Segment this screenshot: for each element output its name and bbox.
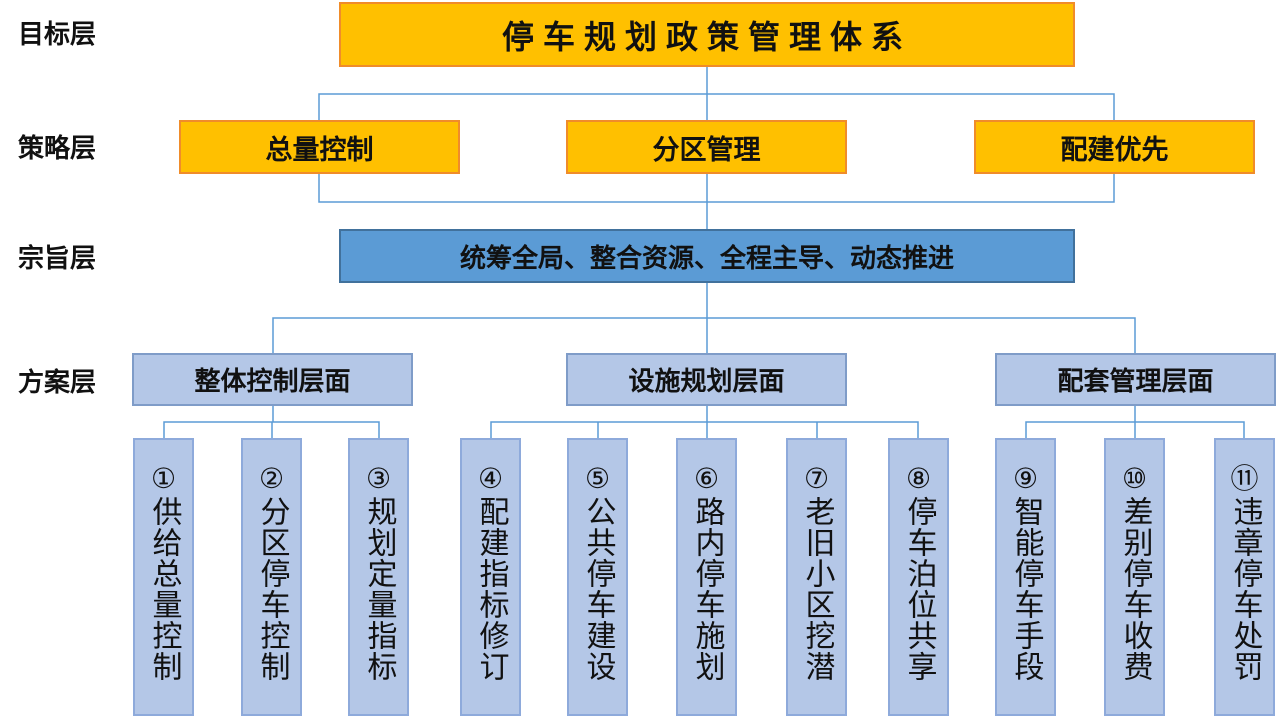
goal-box: 停车规划政策管理体系 <box>339 2 1075 67</box>
measure-text: 公共停车建设 <box>580 496 616 682</box>
layer-label-scheme: 方案层 <box>18 368 97 398</box>
measure-number: ⑧ <box>905 462 932 495</box>
connector-strategy-top <box>318 93 1115 120</box>
measure-box-10: ⑩ 差别停车收费 <box>1104 438 1165 716</box>
layer-label-strategy: 策略层 <box>18 134 97 164</box>
scheme-box-management: 配套管理层面 <box>995 353 1276 406</box>
measure-number: ③ <box>365 462 392 495</box>
measure-box-6: ⑥ 路内停车施划 <box>676 438 737 716</box>
measure-text: 分区停车控制 <box>254 496 290 682</box>
measure-text: 差别停车收费 <box>1117 496 1153 682</box>
measure-number: ① <box>150 462 177 495</box>
measure-text: 配建指标修订 <box>473 496 509 682</box>
measure-number: ⑥ <box>693 462 720 495</box>
measure-number: ⑨ <box>1012 462 1039 495</box>
layer-label-purpose: 宗旨层 <box>18 244 97 274</box>
purpose-box: 统筹全局、整合资源、全程主导、动态推进 <box>339 229 1075 283</box>
scheme-box-facility: 设施规划层面 <box>566 353 847 406</box>
connector-scheme-1 <box>163 406 380 438</box>
measure-number: ④ <box>477 462 504 495</box>
connector-scheme-3 <box>1025 406 1245 438</box>
measure-box-2: ② 分区停车控制 <box>241 438 302 716</box>
measure-text: 规划定量指标 <box>361 496 397 682</box>
strategy-box-total-control: 总量控制 <box>179 120 460 174</box>
strategy-box-zoning: 分区管理 <box>566 120 847 174</box>
strategy-box-priority: 配建优先 <box>974 120 1255 174</box>
measure-number: ⑩ <box>1121 462 1148 495</box>
measure-box-3: ③ 规划定量指标 <box>348 438 409 716</box>
measure-number: ⑤ <box>584 462 611 495</box>
scheme-box-overall: 整体控制层面 <box>132 353 413 406</box>
measure-number: ⑦ <box>803 462 830 495</box>
connector-scheme-top <box>272 317 1136 353</box>
measure-box-7: ⑦ 老旧小区挖潜 <box>786 438 847 716</box>
measure-text: 违章停车处罚 <box>1227 496 1263 682</box>
measure-text: 路内停车施划 <box>689 496 725 682</box>
measure-number: ② <box>258 462 285 495</box>
measure-number: ⑪ <box>1230 462 1259 495</box>
measure-box-11: ⑪ 违章停车处罚 <box>1214 438 1275 716</box>
connector-scheme-2 <box>490 406 919 438</box>
measure-text: 停车泊位共享 <box>901 496 937 682</box>
measure-text: 智能停车手段 <box>1008 496 1044 682</box>
measure-text: 供给总量控制 <box>146 496 182 682</box>
measure-box-4: ④ 配建指标修订 <box>460 438 521 716</box>
measure-box-9: ⑨ 智能停车手段 <box>995 438 1056 716</box>
measure-box-8: ⑧ 停车泊位共享 <box>888 438 949 716</box>
measure-box-5: ⑤ 公共停车建设 <box>567 438 628 716</box>
layer-label-goal: 目标层 <box>18 20 97 50</box>
measure-text: 老旧小区挖潜 <box>799 496 835 682</box>
connector-strategy-bottom <box>318 174 1115 229</box>
measure-box-1: ① 供给总量控制 <box>133 438 194 716</box>
